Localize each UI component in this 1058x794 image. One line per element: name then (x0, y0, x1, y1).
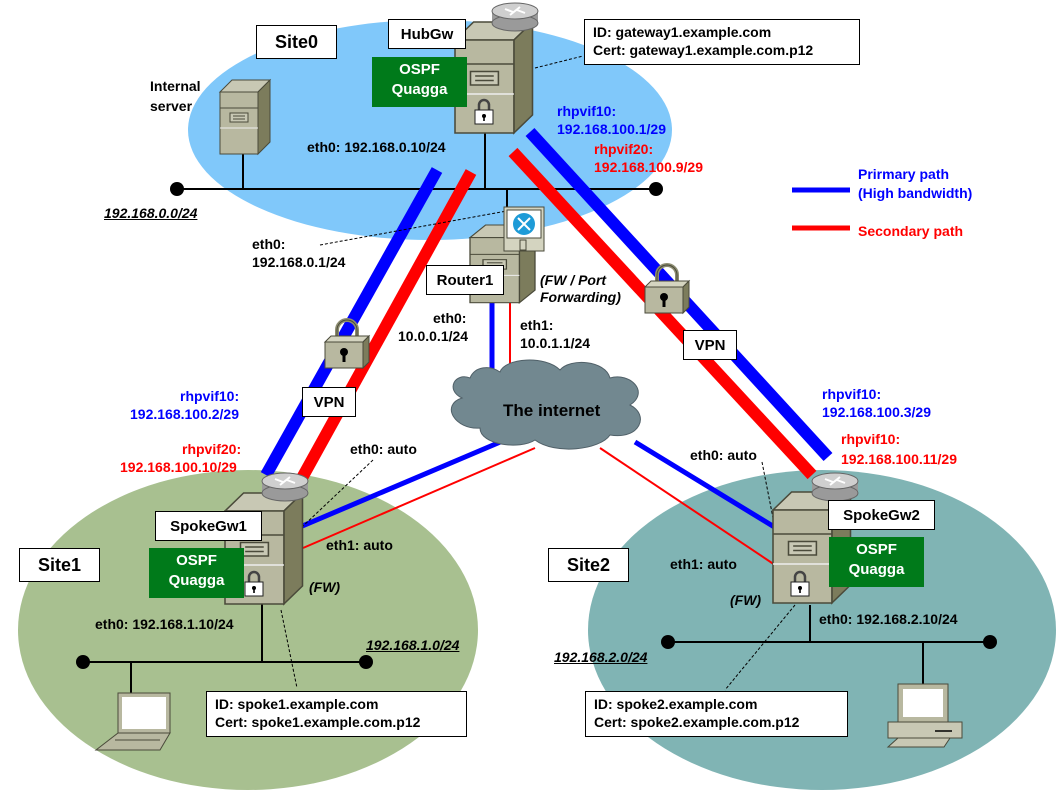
spokegw1-router-icon (261, 472, 309, 502)
site1-label: Site1 (19, 548, 100, 582)
spokegw2-vif10-ip: 192.168.100.3/29 (822, 404, 931, 420)
internal-server-label-line2: server (150, 98, 193, 114)
spokegw1-ospf-line1: OSPF (176, 552, 217, 569)
hubgw-vif20-ip: 192.168.100.9/29 (594, 159, 703, 175)
spokegw2-vif20-name: rhpvif10: (841, 431, 901, 447)
site0-label: Site0 (256, 25, 337, 59)
spokegw1-cert-text: Cert: spoke1.example.com.p12 (215, 714, 421, 730)
spoke2-eth0-link (633, 439, 778, 531)
spokegw1-fw-label: (FW) (309, 579, 341, 595)
spoke1-id-callout (280, 609, 298, 689)
spokegw1-ospf-badge: OSPF Quagga (149, 548, 244, 598)
spokegw2-router-icon (811, 472, 859, 502)
laptop-icon (94, 692, 171, 751)
site2-subnet-label: 192.168.2.0/24 (554, 649, 648, 665)
hubgw-name-label: HubGw (388, 19, 466, 49)
spokegw2-eth1-wan: eth1: auto (670, 556, 737, 572)
spokegw2-vif10-name: rhpvif10: (822, 386, 882, 402)
router1-firewall-icon (503, 206, 545, 252)
site0-subnet-label: 192.168.0.0/24 (104, 205, 198, 221)
spokegw2-ospf-badge: OSPF Quagga (829, 537, 924, 587)
hubgw-vif10-name: rhpvif10: (557, 103, 617, 119)
spoke2-id-callout (724, 604, 796, 691)
internet-label: The internet (503, 401, 601, 420)
legend-secondary-label: Secondary path (858, 223, 964, 239)
hubgw-router-icon (491, 2, 539, 32)
spokegw2-ospf-line1: OSPF (856, 541, 897, 558)
spoke2-eth1-link (599, 447, 776, 566)
spokegw1-vif10-ip: 192.168.100.2/29 (130, 406, 239, 422)
hub-id-callout (534, 55, 584, 69)
site2-label: Site2 (548, 548, 629, 582)
hubgw-id-text: ID: gateway1.example.com (593, 24, 772, 40)
spoke1-eth0-callout (301, 459, 374, 528)
hubgw-ospf-line2: Quagga (391, 81, 448, 98)
spokegw2-name-label: SpokeGw2 (828, 500, 935, 530)
router1-role-line1: (FW / Port (540, 272, 607, 288)
router1-name-label: Router1 (426, 265, 504, 295)
hubgw-cert-text: Cert: gateway1.example.com.p12 (593, 42, 814, 58)
hubgw-id-box: ID: gateway1.example.com Cert: gateway1.… (584, 19, 860, 65)
router1-eth0-name: eth0: (433, 310, 467, 326)
site1-lan-bus (76, 604, 373, 694)
vpn-left-label: VPN (302, 387, 356, 417)
spokegw1-eth0-lan: eth0: 192.168.1.10/24 (95, 616, 234, 632)
internal-server-icon (219, 79, 271, 155)
spokegw1-vif20-name: rhpvif20: (182, 441, 242, 457)
internal-server-label-line1: Internal (150, 78, 201, 94)
spokegw1-name-label: SpokeGw1 (155, 511, 262, 541)
legend-primary-label-line1: Prirmary path (858, 166, 950, 182)
spokegw1-id-box: ID: spoke1.example.com Cert: spoke1.exam… (206, 691, 467, 737)
spoke1-eth0-link (299, 437, 506, 530)
router1-eth0-callout (319, 209, 513, 246)
hubgw-ospf-line1: OSPF (399, 61, 440, 78)
spokegw1-ospf-line2: Quagga (168, 572, 225, 589)
spokegw2-cert-text: Cert: spoke2.example.com.p12 (594, 714, 800, 730)
spokegw2-fw-label: (FW) (730, 592, 762, 608)
router1-site-eth0-name: eth0: (252, 236, 286, 252)
spokegw1-eth0-wan: eth0: auto (350, 441, 417, 457)
internet-cloud (450, 359, 641, 450)
spokegw1-vif20-ip: 192.168.100.10/29 (120, 459, 237, 475)
router1-site-eth0-ip: 192.168.0.1/24 (252, 254, 346, 270)
hubgw-vif10-ip: 192.168.100.1/29 (557, 121, 666, 137)
spokegw2-ospf-line2: Quagga (848, 561, 905, 578)
router1-role-line2: Forwarding) (540, 289, 621, 305)
spokegw2-id-box: ID: spoke2.example.com Cert: spoke2.exam… (585, 691, 848, 737)
spokegw1-eth1-wan: eth1: auto (326, 537, 393, 553)
hubgw-ospf-badge: OSPF Quagga (372, 57, 467, 107)
vpn-right-label: VPN (683, 330, 737, 360)
router1-eth1-name: eth1: (520, 317, 554, 333)
spokegw2-eth0-lan: eth0: 192.168.2.10/24 (819, 611, 958, 627)
hubgw-eth0-label: eth0: 192.168.0.10/24 (307, 139, 446, 155)
spokegw1-id-text: ID: spoke1.example.com (215, 696, 379, 712)
spoke1-eth1-link (302, 447, 536, 549)
legend-primary-label-line2: (High bandwidth) (858, 185, 973, 201)
spokegw2-id-text: ID: spoke2.example.com (594, 696, 758, 712)
site1-subnet-label: 192.168.1.0/24 (366, 637, 460, 653)
hubgw-vif20-name: rhpvif20: (594, 141, 654, 157)
router1-eth0-ip: 10.0.0.1/24 (398, 328, 469, 344)
spokegw2-vif20-ip: 192.168.100.11/29 (841, 451, 958, 467)
desktop-icon (886, 683, 963, 748)
site2-lan-bus (661, 605, 997, 684)
router1-eth1-ip: 10.0.1.1/24 (520, 335, 591, 351)
spokegw2-eth0-wan: eth0: auto (690, 447, 757, 463)
spokegw1-vif10-name: rhpvif10: (180, 388, 240, 404)
